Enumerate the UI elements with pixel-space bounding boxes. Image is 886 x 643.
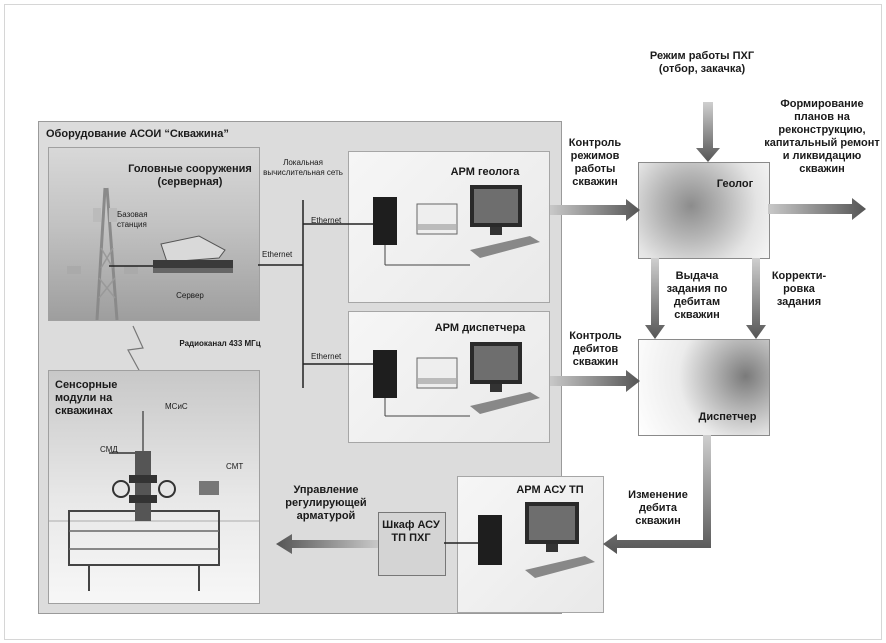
task-correction-label: Корректи-ровка задания xyxy=(771,270,827,308)
server-label: Сервер xyxy=(176,291,204,300)
control-modes-label: Контроль режимов работы скважин xyxy=(568,137,622,188)
radio-channel-label: Радиоканал 433 МГц xyxy=(179,339,261,348)
head-structures-title: Головные сооружения (серверная) xyxy=(128,163,252,188)
lan-label: Локальная вычислительная сеть xyxy=(263,158,343,177)
dispatcher-photo xyxy=(638,339,770,436)
sensor-modules-photo xyxy=(48,370,260,604)
msis-label: МСиС xyxy=(165,402,188,411)
arm-dispatcher-title: АРМ диспетчера xyxy=(434,322,526,334)
mode-pxg-label: Режим работы ПХГ (отбор, закачка) xyxy=(649,50,755,75)
valve-control-label: Управление регулирующей арматурой xyxy=(285,484,367,522)
tower-illustration xyxy=(67,187,233,320)
task-issue-label: Выдача задания по дебитам скважин xyxy=(666,270,728,321)
asu-cabinet-label: Шкаф АСУ ТП ПХГ xyxy=(382,519,440,544)
asoi-equipment-title: Оборудование АСОИ “Скважина” xyxy=(46,128,229,140)
head-structures-photo xyxy=(48,147,260,321)
wellhead-illustration xyxy=(49,411,259,591)
base-station-label: Базовая станция xyxy=(117,210,148,229)
forming-plans-label: Формирование планов на реконструкцию, ка… xyxy=(764,98,880,175)
ethernet-label-geolog: Ethernet xyxy=(311,216,342,225)
arm-asu-title: АРМ АСУ ТП xyxy=(516,484,584,496)
ethernet-label-server: Ethernet xyxy=(262,250,293,259)
debit-change-label: Изменение дебита скважин xyxy=(628,489,688,527)
control-debits-label: Контроль дебитов скважин xyxy=(569,330,622,368)
geolog-label: Геолог xyxy=(716,178,754,190)
smt-label: СМТ xyxy=(226,462,244,471)
ethernet-label-dispatcher: Ethernet xyxy=(311,352,342,361)
arm-geolog-title: АРМ геолога xyxy=(450,166,520,178)
dispatcher-label: Диспетчер xyxy=(698,411,757,423)
sensor-modules-title: Сенсорные модули на скважинах xyxy=(55,379,118,417)
asu-cabinet-box xyxy=(378,512,446,576)
geolog-photo xyxy=(638,162,770,259)
smd-label: СМД xyxy=(100,445,118,454)
